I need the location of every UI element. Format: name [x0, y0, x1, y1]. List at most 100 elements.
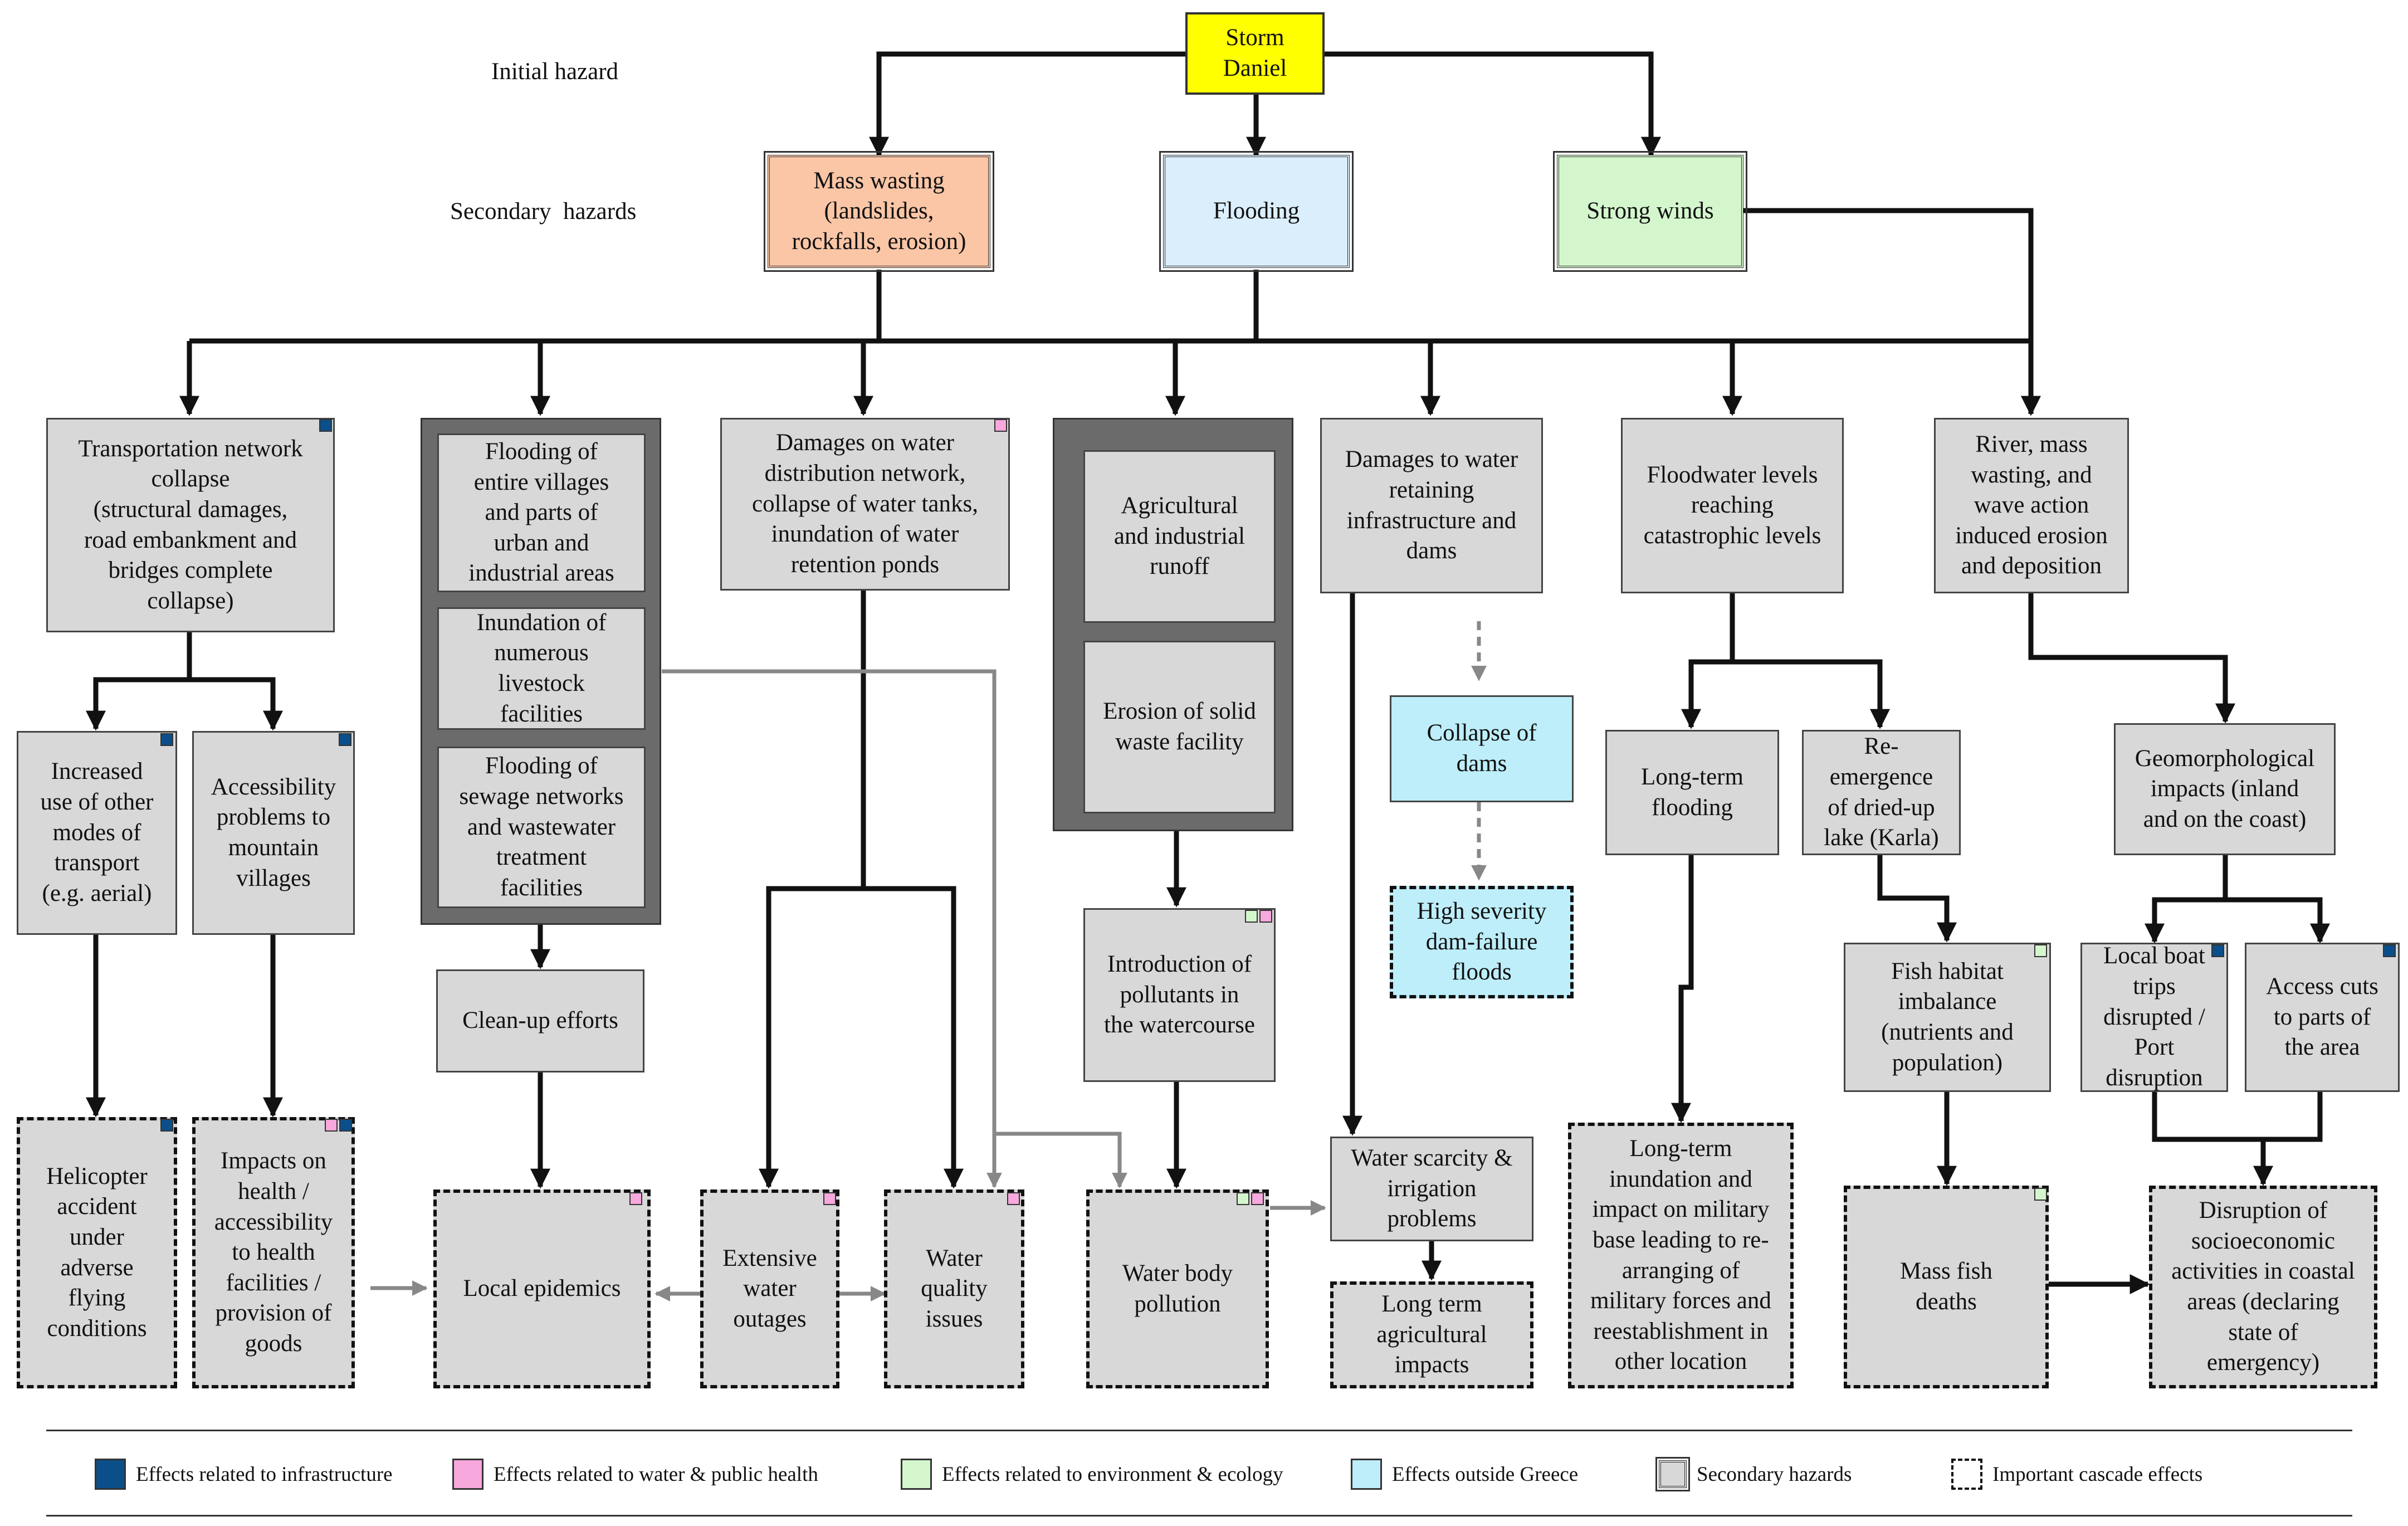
legend-label-secondary-hazards: Secondary hazards: [1697, 1462, 1852, 1486]
water-quality-text: Water quality issues: [921, 1245, 988, 1332]
water-outages-node: Extensive water outages: [700, 1189, 839, 1388]
boat-trips-text: Local boat trips disrupted / Port disrup…: [2103, 943, 2205, 1091]
infrastructure-marker: [339, 1119, 352, 1132]
water-retaining-node: Damages to water retaining infrastructur…: [1320, 418, 1543, 593]
flooding-node: Flooding: [1159, 151, 1354, 272]
legend-swatch-cascade-effects: [1951, 1459, 1982, 1490]
villages-flooding-node: Flooding of entire villages and parts of…: [437, 433, 646, 592]
military-base-text: Long-term inundation and impact on milit…: [1590, 1135, 1771, 1375]
infrastructure-marker: [2211, 944, 2224, 957]
long-term-flooding-node: Long-term flooding: [1605, 730, 1779, 855]
strong-winds-text: Strong winds: [1586, 198, 1714, 225]
cleanup-node: Clean-up efforts: [436, 969, 644, 1072]
legend-swatch-environment: [901, 1459, 932, 1490]
health-impacts-node: Impacts on health / accessibility to hea…: [192, 1117, 355, 1388]
local-epidemics-text: Local epidemics: [463, 1275, 621, 1302]
agri-impacts-node: Long term agricultural impacts: [1330, 1281, 1533, 1388]
long-term-flooding-text: Long-term flooding: [1641, 763, 1743, 821]
legend-environment: Effects related to environment & ecology: [901, 1456, 1283, 1493]
legend-secondary-hazards: Secondary hazards: [1655, 1456, 1852, 1493]
water-health-marker: [823, 1192, 836, 1205]
erosion-deposition-text: River, mass wasting, and wave action ind…: [1955, 431, 2108, 579]
waste-erosion-node: Erosion of solid waste facility: [1083, 641, 1276, 813]
dam-failure-floods-text: High severity dam-failure floods: [1417, 898, 1547, 986]
pollutants-node: Introduction of pollutants in the waterc…: [1083, 908, 1276, 1082]
geomorphological-node: Geomorphological impacts (inland and on …: [2114, 723, 2336, 855]
environment-marker: [1245, 910, 1258, 923]
mass-wasting-node: Mass wasting (landslides, rockfalls, ero…: [764, 151, 994, 272]
lake-karla-node: Re- emergence of dried-up lake (Karla): [1802, 730, 1961, 855]
water-retaining-text: Damages to water retaining infrastructur…: [1345, 446, 1518, 564]
pollutants-text: Introduction of pollutants in the waterc…: [1104, 951, 1255, 1039]
initial-hazard-label: Initial hazard: [491, 58, 619, 85]
legend-water-health: Effects related to water & public health: [452, 1456, 818, 1493]
water-quality-node: Water quality issues: [884, 1189, 1024, 1388]
fish-habitat-node: Fish habitat imbalance (nutrients and po…: [1844, 943, 2051, 1092]
floodwater-levels-text: Floodwater levels reaching catastrophic …: [1643, 461, 1821, 549]
legend-cascade-effects: Important cascade effects: [1951, 1456, 2202, 1493]
water-pollution-node: Water body pollution: [1086, 1189, 1269, 1388]
agri-runoff-text: Agricultural and industrial runoff: [1113, 493, 1245, 580]
legend-top-rule: [46, 1430, 2352, 1431]
helicopter-accident-node: Helicopter accident under adverse flying…: [17, 1117, 177, 1388]
legend-swatch-outside-greece: [1351, 1459, 1382, 1490]
water-network-node: Damages on water distribution network, c…: [720, 418, 1010, 591]
water-health-marker: [325, 1119, 338, 1132]
sewage-flooding-node: Flooding of sewage networks and wastewat…: [437, 747, 646, 908]
environment-marker: [2034, 944, 2047, 957]
strong-winds-node: Strong winds: [1553, 151, 1747, 272]
dam-collapse-text: Collapse of dams: [1427, 720, 1537, 777]
fish-habitat-text: Fish habitat imbalance (nutrients and po…: [1881, 958, 2014, 1076]
floodwater-levels-node: Floodwater levels reaching catastrophic …: [1621, 418, 1844, 593]
water-scarcity-text: Water scarcity & irrigation problems: [1351, 1145, 1513, 1232]
storm-daniel-text: Storm Daniel: [1223, 25, 1287, 81]
mountain-access-text: Accessibility problems to mountain villa…: [211, 773, 336, 891]
cleanup-text: Clean-up efforts: [462, 1007, 618, 1034]
erosion-deposition-node: River, mass wasting, and wave action ind…: [1934, 418, 2129, 593]
agri-runoff-node: Agricultural and industrial runoff: [1083, 450, 1276, 623]
transport-collapse-text: Transportation network collapse (structu…: [78, 435, 303, 614]
legend-label-outside-greece: Effects outside Greece: [1392, 1462, 1579, 1486]
water-outages-text: Extensive water outages: [722, 1245, 817, 1332]
legend-swatch-secondary-hazards: [1655, 1457, 1690, 1491]
military-base-node: Long-term inundation and impact on milit…: [1568, 1123, 1794, 1388]
water-health-marker: [994, 419, 1007, 432]
legend-bottom-rule: [46, 1515, 2352, 1517]
lake-karla-text: Re- emergence of dried-up lake (Karla): [1824, 733, 1939, 851]
health-impacts-text: Impacts on health / accessibility to hea…: [214, 1148, 333, 1357]
water-network-text: Damages on water distribution network, c…: [752, 430, 978, 578]
water-scarcity-node: Water scarcity & irrigation problems: [1330, 1137, 1533, 1241]
transport-collapse-node: Transportation network collapse (structu…: [46, 418, 335, 632]
legend-swatch-water-health: [452, 1459, 483, 1490]
infrastructure-marker: [319, 419, 332, 432]
legend-label-water-health: Effects related to water & public health: [494, 1462, 818, 1486]
infrastructure-marker: [160, 733, 173, 746]
helicopter-accident-text: Helicopter accident under adverse flying…: [46, 1163, 148, 1342]
infrastructure-marker: [339, 733, 351, 746]
storm-daniel-node: Storm Daniel: [1185, 12, 1325, 95]
villages-flooding-text: Flooding of entire villages and parts of…: [468, 438, 614, 587]
aerial-transport-text: Increased use of other modes of transpor…: [40, 758, 154, 906]
boat-trips-node: Local boat trips disrupted / Port disrup…: [2080, 943, 2228, 1092]
water-health-marker: [1007, 1192, 1020, 1205]
legend-swatch-infrastructure: [95, 1459, 126, 1490]
water-health-marker: [1251, 1192, 1264, 1205]
water-health-marker: [1259, 910, 1272, 923]
agri-impacts-text: Long term agricultural impacts: [1376, 1291, 1487, 1378]
mass-fish-deaths-text: Mass fish deaths: [1899, 1258, 1993, 1315]
access-cuts-node: Access cuts to parts of the area: [2245, 943, 2400, 1092]
legend-outside-greece: Effects outside Greece: [1351, 1456, 1578, 1493]
legend-label-environment: Effects related to environment & ecology: [942, 1462, 1283, 1486]
mass-fish-deaths-node: Mass fish deaths: [1844, 1186, 2049, 1388]
dam-collapse-node: Collapse of dams: [1390, 695, 1574, 802]
water-health-marker: [629, 1192, 642, 1205]
mountain-access-node: Accessibility problems to mountain villa…: [192, 731, 355, 935]
flooding-text: Flooding: [1213, 198, 1300, 225]
waste-erosion-text: Erosion of solid waste facility: [1103, 698, 1256, 755]
aerial-transport-node: Increased use of other modes of transpor…: [17, 731, 177, 935]
livestock-inundation-node: Inundation of numerous livestock facilit…: [437, 607, 646, 730]
livestock-inundation-text: Inundation of numerous livestock facilit…: [476, 609, 607, 727]
water-pollution-text: Water body pollution: [1122, 1260, 1233, 1317]
legend-label-infrastructure: Effects related to infrastructure: [136, 1462, 393, 1486]
